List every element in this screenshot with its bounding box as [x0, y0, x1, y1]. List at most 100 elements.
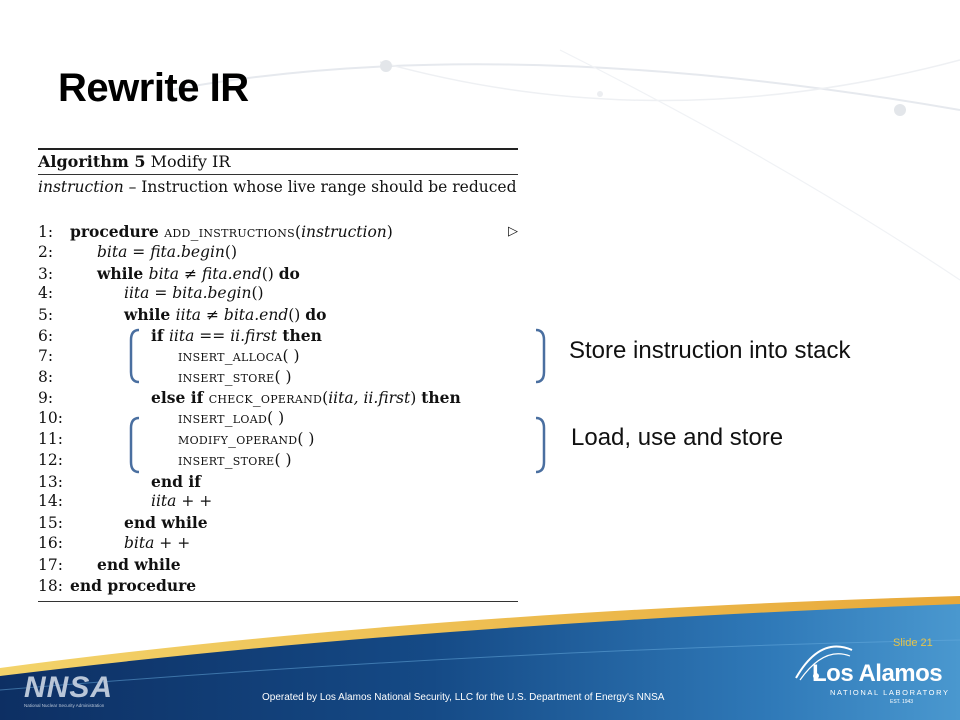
left-bracket-load [129, 416, 140, 474]
nnsa-logo: NNSA National Nuclear Security Administr… [24, 671, 124, 711]
code-token: insert_load [178, 409, 268, 428]
code-token: () [288, 306, 306, 325]
algorithm-line: 6: if iita == ii.first then [38, 325, 518, 346]
algorithm-header-rule [38, 174, 518, 175]
line-code: insert_load( ) [178, 409, 284, 427]
code-token: end if [151, 471, 201, 491]
line-number: 2: [38, 242, 54, 261]
code-token: procedure [70, 222, 165, 241]
line-code: iita + + [151, 492, 212, 510]
line-code: if iita == ii.first then [151, 326, 322, 345]
line-code: modify_operand( ) [178, 430, 314, 448]
line-number: 10: [38, 409, 63, 428]
slide-number: Slide 21 [893, 637, 933, 649]
code-token: instruction [301, 223, 387, 241]
line-number: 11: [38, 430, 63, 448]
line-number: 17: [38, 555, 63, 574]
annotation-load: Load, use and store [571, 424, 784, 451]
algorithm-line: 14:iita + + [38, 491, 518, 512]
algorithm-line: 18:end procedure [38, 575, 518, 596]
code-token: end while [124, 513, 208, 533]
code-token: insert_alloca [178, 346, 283, 365]
code-token: bita [97, 242, 128, 261]
code-token: check_operand [208, 389, 323, 408]
line-number: 6: [38, 327, 54, 345]
line-code: end procedure [70, 575, 197, 595]
algorithm-line: 4:iita = bita.begin() [38, 283, 518, 304]
lanl-logo: Los Alamos NATIONAL LABORATORY EST. 1943 [790, 640, 950, 710]
code-token: do [305, 305, 327, 325]
code-token: == [194, 327, 231, 345]
line-code: insert_alloca( ) [178, 347, 300, 365]
algorithm-line: 13: end if [38, 471, 518, 492]
line-code: while iita ≠ bita.end() do [124, 305, 327, 325]
code-token: = [149, 284, 173, 303]
nnsa-logo-subtitle: National Nuclear Security Administration [24, 703, 105, 708]
slide-title: Rewrite IR [58, 66, 249, 110]
algorithm-input: instruction – Instruction whose live ran… [38, 175, 518, 199]
line-code: end while [97, 554, 181, 574]
code-token: if [151, 326, 169, 345]
code-token: () [261, 264, 279, 283]
line-code: insert_store( ) [178, 368, 292, 386]
line-code: procedure add_instructions(instruction) [70, 222, 393, 241]
code-token: else if [151, 388, 209, 408]
code-token: do [278, 263, 300, 283]
algorithm-box: Algorithm 5 Modify IR instruction – Inst… [38, 148, 518, 602]
input-description: – Instruction whose live range should be… [123, 178, 517, 196]
algorithm-line: 12:insert_store( ) [38, 450, 518, 471]
right-bracket-load [535, 416, 546, 474]
algorithm-line: 15: end while [38, 512, 518, 533]
line-code: else if check_operand(iita, ii.first) th… [151, 388, 461, 408]
algorithm-line: 7: insert_alloca( ) [38, 346, 518, 367]
code-token: ( [295, 223, 302, 241]
algorithm-header: Algorithm 5 Modify IR [38, 150, 518, 174]
line-number: 15: [38, 514, 63, 533]
code-token: ≠ [179, 264, 202, 283]
code-token: ( ) [274, 450, 292, 469]
code-token: ii.first [230, 327, 277, 345]
line-number: 7: [38, 346, 54, 365]
algorithm-line: 1:procedure add_instructions(instruction… [38, 221, 518, 242]
code-token: bita.end [223, 306, 289, 325]
code-token: iita [151, 492, 177, 511]
code-token: then [276, 326, 322, 345]
line-code: insert_store( ) [178, 451, 292, 469]
code-token: ) [410, 389, 422, 408]
right-bracket-store [535, 328, 546, 384]
code-token: end procedure [70, 575, 197, 595]
line-number: 13: [38, 472, 63, 491]
code-token: () [251, 284, 264, 303]
algorithm-lines: 1:procedure add_instructions(instruction… [38, 221, 518, 601]
code-token: iita [175, 306, 202, 325]
algorithm-top-rule [38, 148, 518, 150]
line-number: 8: [38, 367, 54, 386]
annotation-store: Store instruction into stack [569, 337, 851, 364]
code-token: while [97, 263, 149, 283]
line-number: 5: [38, 306, 54, 325]
code-token: fita.begin [150, 242, 225, 261]
code-token: + + [176, 492, 213, 511]
line-number: 16: [38, 534, 63, 552]
algorithm-line: 10: insert_load( ) [38, 408, 518, 429]
code-token: modify_operand [178, 430, 298, 448]
code-token: iita [124, 284, 150, 303]
line-code: while bita ≠ fita.end() do [97, 263, 300, 283]
algorithm-name: Modify IR [150, 152, 231, 171]
algorithm-label: Algorithm 5 [38, 152, 146, 171]
left-bracket-store [129, 328, 140, 384]
footer-text: Operated by Los Alamos National Security… [262, 692, 665, 703]
algorithm-line: 16: bita + + [38, 533, 518, 554]
line-code: bita + + [124, 534, 190, 552]
algorithm-line: 9:else if check_operand(iita, ii.first) … [38, 387, 518, 408]
line-code: bita = fita.begin() [97, 243, 237, 261]
code-token: end while [97, 554, 181, 574]
line-code: end while [124, 513, 208, 533]
lanl-logo-subtitle: NATIONAL LABORATORY [830, 688, 950, 697]
code-token: bita [148, 264, 180, 283]
input-variable: instruction [38, 178, 124, 196]
code-token: () [224, 242, 238, 261]
